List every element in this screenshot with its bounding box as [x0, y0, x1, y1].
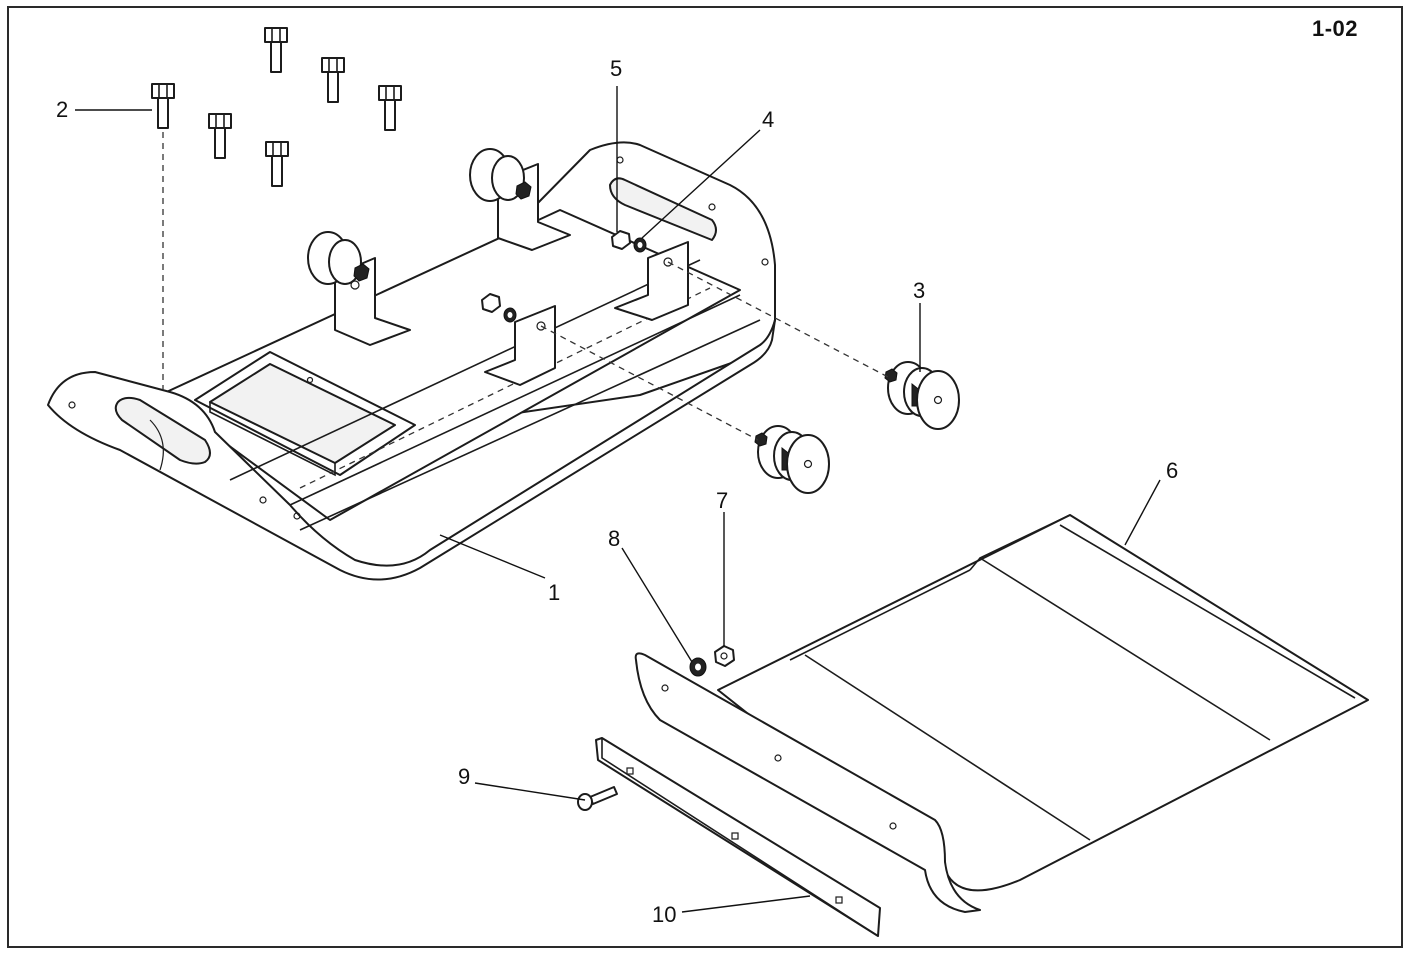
- part-9-bolt: [577, 786, 618, 811]
- callout-2: 2: [56, 97, 68, 122]
- part-3-roller-upper: [884, 361, 960, 430]
- callout-10: 10: [652, 902, 676, 927]
- part-2-bolts: [151, 27, 402, 187]
- roller-upper-assembly-line: [667, 261, 891, 379]
- part-3-roller-lower: [754, 425, 830, 494]
- callout-1: 1: [548, 580, 560, 605]
- callout-4: 4: [762, 107, 774, 132]
- part-1-bracket-middle: [469, 148, 571, 251]
- callout-6: 6: [1166, 458, 1178, 483]
- sheet-number: 1-02: [1312, 16, 1359, 41]
- callout-5: 5: [610, 56, 622, 81]
- part-10-strip: [595, 737, 881, 937]
- drawing-border: [7, 6, 1403, 948]
- leader-lines: [75, 86, 1161, 913]
- callout-9: 9: [458, 764, 470, 789]
- part-8-washer: [689, 657, 707, 677]
- part-1-bracket-left: [307, 231, 411, 346]
- nut-washer-rear: [611, 230, 647, 253]
- callout-3: 3: [913, 278, 925, 303]
- callout-7: 7: [716, 488, 728, 513]
- roller-lower-assembly-line: [540, 325, 759, 441]
- part-6-slide-plate: [634, 514, 1369, 913]
- part-1-frame: [47, 141, 776, 581]
- callout-8: 8: [608, 526, 620, 551]
- part-1-bracket-rear: [614, 241, 689, 321]
- nut-washer-front: [481, 293, 517, 323]
- part-7-nut: [714, 645, 735, 667]
- part-1-bracket-front: [484, 305, 556, 386]
